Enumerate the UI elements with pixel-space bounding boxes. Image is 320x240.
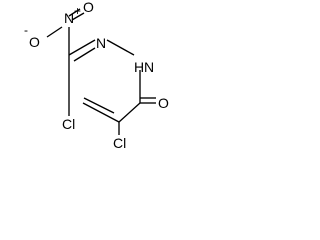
- nitro-o-left-label: O: [29, 34, 40, 50]
- nitro-bonds: [46, 8, 85, 55]
- atom-labels: N + O O - N H N O Cl Cl: [24, 0, 169, 151]
- chemical-structure-figure: N + O O - N H N O Cl Cl: [0, 0, 194, 178]
- bond-nitro-n-o-top: [68, 8, 81, 17]
- carbonyl-bonds: [140, 97, 156, 104]
- ring-nh-h-label: H: [134, 59, 144, 75]
- bond-c6-n1-inner: [73, 47, 96, 62]
- cl-left-label: Cl: [62, 116, 75, 132]
- bond-nitro-n-o-left: [46, 26, 63, 38]
- bond-nitro-n-o-top-double: [71, 12, 85, 21]
- ring-bonds: [68, 39, 141, 123]
- ring-nh-n-label: N: [144, 59, 154, 75]
- carbonyl-o-label: O: [158, 95, 169, 111]
- cl-right-label: Cl: [113, 135, 126, 151]
- chloro-bonds: [68, 103, 120, 135]
- nitro-o-top-label: O: [83, 0, 94, 15]
- nitro-n-charge: +: [74, 4, 81, 18]
- ring-n-label: N: [96, 35, 106, 51]
- bond-c6-n1: [68, 39, 96, 56]
- nitro-n-label: N: [64, 10, 74, 26]
- bond-c3-c4: [118, 102, 141, 123]
- molecule-drawing: N + O O - N H N O Cl Cl: [24, 0, 169, 151]
- bond-c4-c5: [82, 102, 120, 123]
- nitro-o-left-charge: -: [24, 23, 28, 37]
- bond-c4-c5-inner: [83, 97, 115, 114]
- bond-n1-n2: [106, 39, 135, 56]
